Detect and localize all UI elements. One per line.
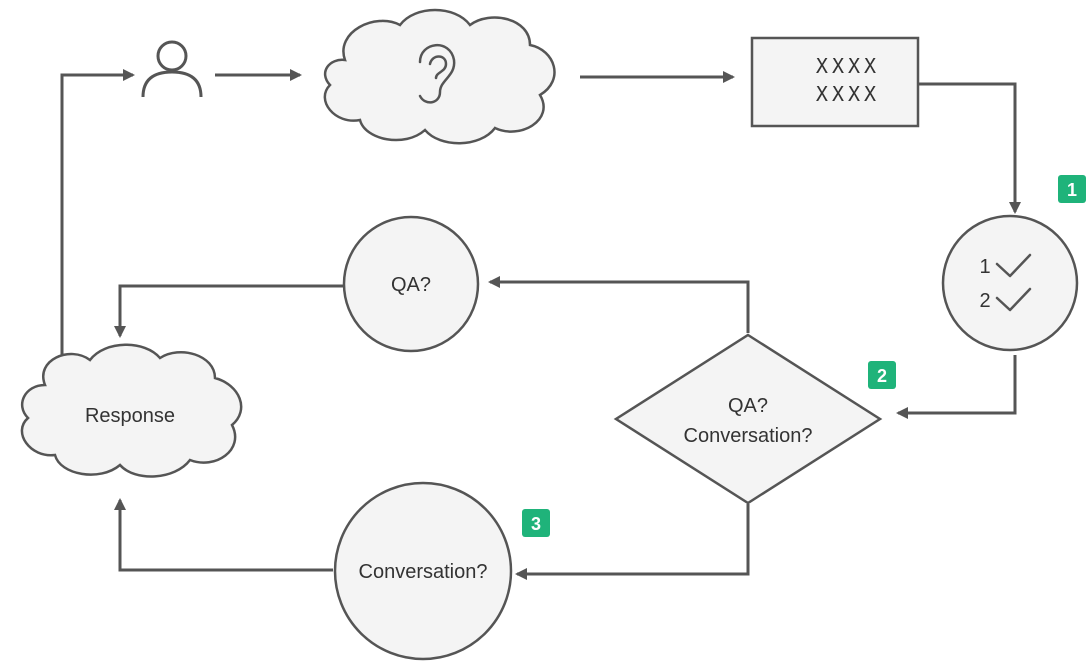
response-cloud: Response [20, 343, 243, 478]
response-cloud-label: Response [85, 405, 175, 427]
checklist-item-1-number: 1 [979, 256, 990, 278]
connectors [60, 69, 1021, 580]
step-badge-1-label: 1 [1067, 180, 1077, 200]
arrow-input-to-checklist [918, 82, 1021, 214]
arrow-checklist-to-decision [896, 355, 1017, 419]
listen-cloud [323, 8, 556, 145]
qa-circle-label: QA? [391, 274, 431, 296]
input-box: XXXX XXXX [750, 36, 920, 128]
arrow-response-to-user [60, 69, 135, 360]
check-icon [995, 287, 1032, 312]
conversation-circle: Conversation? [333, 481, 513, 661]
ear-icon [418, 43, 456, 104]
qa-circle: QA? [342, 215, 480, 353]
cloud-shape [20, 343, 243, 478]
decision-line-1: QA? [728, 395, 768, 417]
user-icon [141, 40, 203, 98]
input-box-row2: XXXX [816, 82, 880, 106]
arrow-decision-to-conversation [515, 504, 750, 580]
arrow-conversation-to-response [114, 498, 333, 572]
arrow-qa-to-response [114, 284, 344, 338]
step-badge-1: 1 [1058, 175, 1086, 203]
check-icon [995, 253, 1032, 278]
step-badge-3-label: 3 [531, 514, 541, 534]
cloud-shape [323, 8, 556, 145]
conversation-circle-label: Conversation? [359, 561, 488, 583]
step-badge-2: 2 [868, 361, 896, 389]
input-box-row1: XXXX [816, 54, 880, 78]
step-badge-3: 3 [522, 509, 550, 537]
arrow-decision-to-qa [488, 276, 750, 333]
checklist-circle: 1 2 [941, 214, 1079, 352]
step-badge-2-label: 2 [877, 366, 887, 386]
decision-line-2: Conversation? [684, 425, 813, 447]
checklist-item-2-number: 2 [979, 290, 990, 312]
decision-diamond: QA? Conversation? [613, 333, 883, 505]
